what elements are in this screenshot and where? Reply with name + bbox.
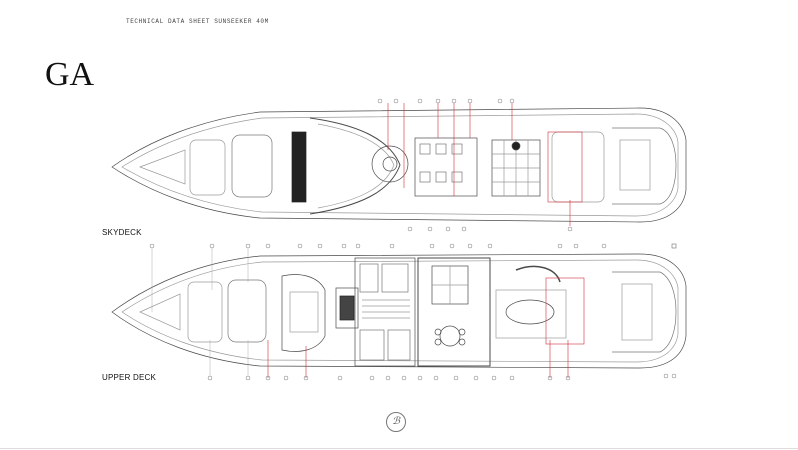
upper-deck-saloon bbox=[417, 257, 491, 367]
skydeck-hull-inner bbox=[121, 113, 679, 217]
skydeck-dining-table bbox=[414, 137, 478, 197]
page-title: GA bbox=[45, 56, 95, 93]
skydeck-plan bbox=[111, 98, 687, 232]
page-divider bbox=[0, 448, 798, 449]
skydeck-hull-outline bbox=[111, 107, 687, 223]
upper-deck-hull-outline bbox=[111, 253, 687, 369]
sunseeker-logo-icon: ℬ bbox=[386, 412, 406, 432]
upper-deck-bridge bbox=[281, 274, 326, 352]
upper-deck-plan bbox=[111, 243, 687, 381]
skydeck-round-table bbox=[371, 145, 409, 183]
upper-deck-label: UPPER DECK bbox=[102, 373, 157, 382]
upper-deck-hull-inner bbox=[121, 259, 679, 363]
skydeck-label: SKYDECK bbox=[102, 228, 142, 237]
skydeck-windscreen bbox=[291, 131, 307, 203]
sheet-title: TECHNICAL DATA SHEET SUNSEEKER 40M bbox=[126, 18, 269, 25]
upper-deck-round-table bbox=[439, 325, 461, 347]
skydeck-hardtop bbox=[309, 117, 401, 215]
upper-deck-oval-table bbox=[505, 299, 555, 325]
